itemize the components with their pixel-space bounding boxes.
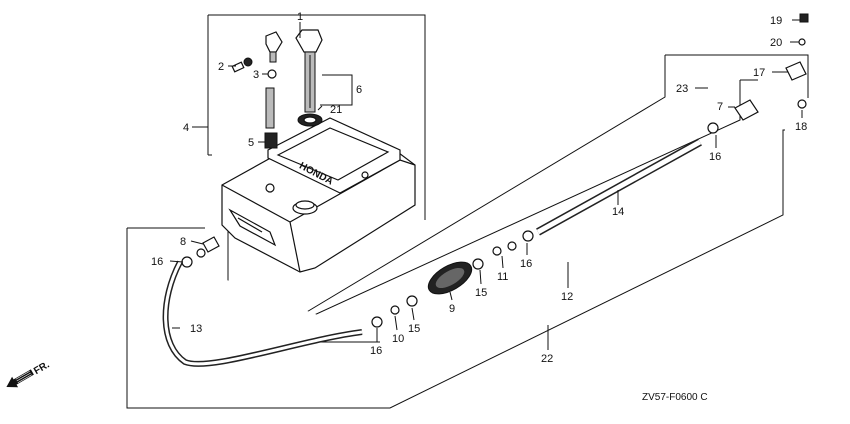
callout-5: 5 xyxy=(248,137,254,149)
connector-17 xyxy=(785,61,807,81)
callout-16a: 16 xyxy=(151,256,163,268)
fuel-gauge xyxy=(295,29,323,127)
callout-15a: 15 xyxy=(408,323,420,335)
callout-10: 10 xyxy=(392,333,404,345)
bolt-19 xyxy=(799,13,809,23)
callout-4: 4 xyxy=(183,122,189,134)
callout-6: 6 xyxy=(356,84,362,96)
callout-2: 2 xyxy=(218,61,224,73)
callout-11: 11 xyxy=(497,271,508,283)
hose-clamps xyxy=(181,38,807,328)
callout-20: 20 xyxy=(770,37,782,49)
hose-13 xyxy=(162,260,363,367)
filter-5 xyxy=(264,132,278,149)
callout-19: 19 xyxy=(770,15,782,27)
direction-label: FR. xyxy=(32,359,52,377)
callout-7: 7 xyxy=(717,101,723,113)
callout-18: 18 xyxy=(795,121,807,133)
callout-16c: 16 xyxy=(520,258,532,270)
washer-3 xyxy=(267,69,277,79)
callout-14: 14 xyxy=(612,206,624,218)
front-direction-arrow: FR. xyxy=(6,359,52,388)
callout-12: 12 xyxy=(561,291,573,303)
fitting-8 xyxy=(202,236,220,253)
callout-3: 3 xyxy=(253,69,259,81)
primer-bulb xyxy=(427,261,473,295)
diagram-code: ZV57-F0600 C xyxy=(642,392,708,403)
callout-13: 13 xyxy=(190,323,202,335)
callout-1: 1 xyxy=(297,11,303,23)
callout-8: 8 xyxy=(180,236,186,248)
connector-frame xyxy=(259,54,809,341)
callout-15b: 15 xyxy=(475,287,487,299)
fuel-tank: HONDA xyxy=(221,117,416,273)
connector-7 xyxy=(734,99,759,121)
callout-16d: 16 xyxy=(709,151,721,163)
callout-17: 17 xyxy=(753,67,765,79)
callout-16b: 16 xyxy=(370,345,382,357)
callout-21: 21 xyxy=(330,104,342,116)
vent-knob xyxy=(265,31,283,63)
screw-part xyxy=(231,57,253,73)
leader-lines xyxy=(169,19,803,350)
callout-9: 9 xyxy=(449,303,455,315)
tank-group-frame xyxy=(207,14,426,220)
callout-22: 22 xyxy=(541,353,553,365)
hose-assembly-frame xyxy=(126,129,785,409)
callout-23: 23 xyxy=(676,83,688,95)
vent-tube xyxy=(265,87,275,129)
